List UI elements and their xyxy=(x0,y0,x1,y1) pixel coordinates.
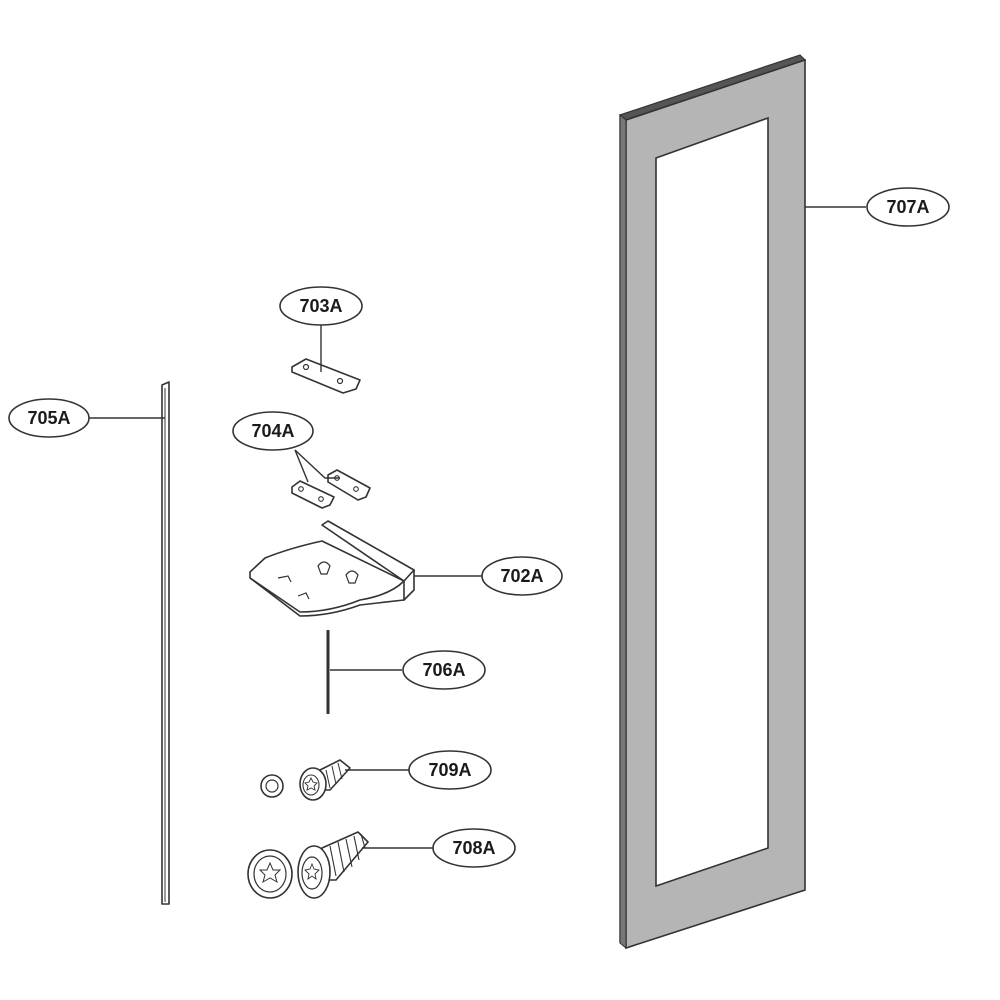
callout-703a: 703A xyxy=(279,286,363,326)
label-704a: 704A xyxy=(251,421,294,441)
label-702a: 702A xyxy=(500,566,543,586)
part-703a-plate[interactable] xyxy=(291,358,361,394)
part-708a-screw[interactable] xyxy=(247,831,369,899)
part-707a-door-frame[interactable] xyxy=(618,54,807,950)
callout-707a: 707A xyxy=(866,187,950,227)
part-702a-bracket[interactable] xyxy=(249,520,415,617)
callout-706a: 706A xyxy=(402,650,486,690)
callout-708a: 708A xyxy=(432,828,516,868)
label-707a: 707A xyxy=(886,197,929,217)
label-709a: 709A xyxy=(428,760,471,780)
callout-709a: 709A xyxy=(408,750,492,790)
callout-705a: 705A xyxy=(8,398,90,438)
washer-709a xyxy=(260,774,284,798)
label-708a: 708A xyxy=(452,838,495,858)
callout-704a: 704A xyxy=(232,411,314,451)
label-705a: 705A xyxy=(27,408,70,428)
leader-lines xyxy=(86,206,866,849)
callout-702a: 702A xyxy=(481,556,563,596)
screw-708a xyxy=(297,831,369,899)
label-703a: 703A xyxy=(299,296,342,316)
part-709a-screw[interactable] xyxy=(260,759,351,801)
washer-708a xyxy=(247,849,293,899)
label-706a: 706A xyxy=(422,660,465,680)
part-705a-strip[interactable] xyxy=(161,381,170,905)
part-704a-plates[interactable] xyxy=(291,469,371,509)
screw-709a xyxy=(299,759,351,801)
